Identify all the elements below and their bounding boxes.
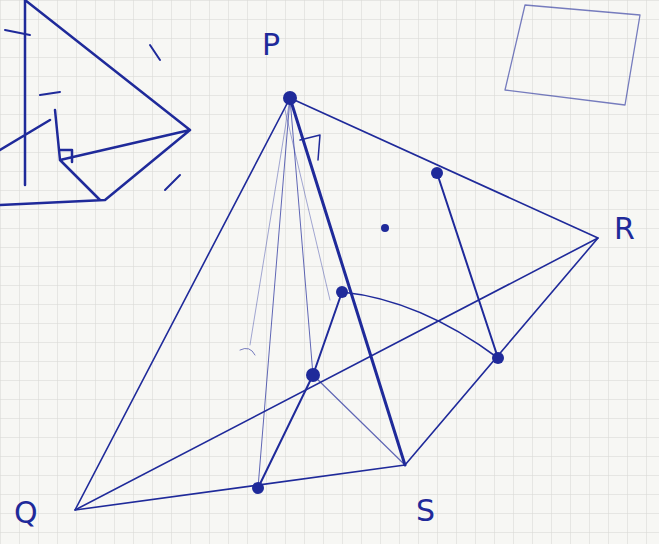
vertex-label: R [614,214,635,244]
vertex-label: Q [14,498,38,528]
vertex-label: S [416,496,435,526]
vertex-label: P [262,30,280,60]
